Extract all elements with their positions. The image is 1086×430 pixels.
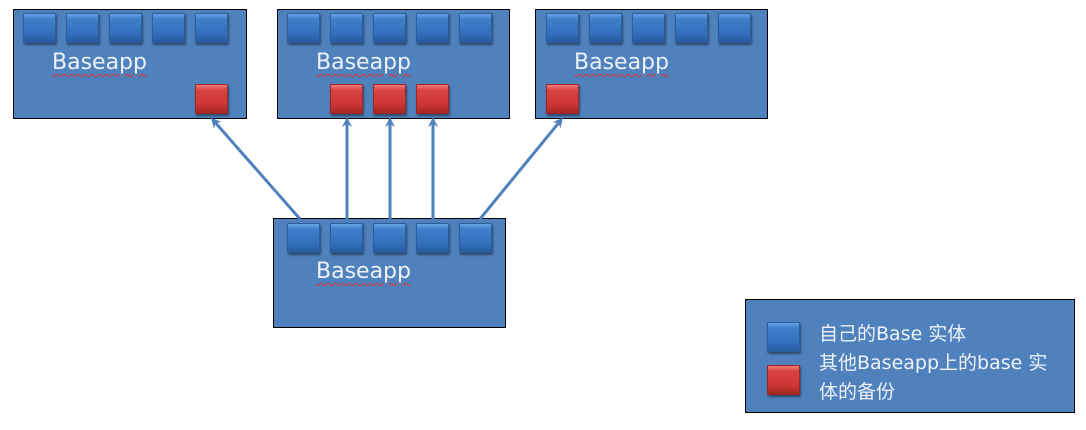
own-entity-icon [373,13,406,43]
own-entity-icon [416,13,449,43]
own-entity-icon [23,13,56,43]
backup-entity-icon [546,84,579,114]
own-entity-icon [459,223,492,253]
legend-backup-entity-icon [767,365,800,395]
legend-own-entity-icon [767,322,800,352]
backup-entity-icon [373,84,406,114]
backup-entity-icon [195,84,228,114]
arrow-to-box3 [478,117,563,220]
own-entity-icon [416,223,449,253]
own-entity-icon [152,13,185,43]
legend-own-label: 自己的Base 实体 [819,323,967,345]
own-entity-icon [330,223,363,253]
own-entity-icon [459,13,492,43]
own-entity-icon [675,13,708,43]
baseapp-label: Baseapp [316,50,411,75]
own-entity-icon [632,13,665,43]
baseapp-box-top-3: Baseapp [535,9,768,119]
legend: 自己的Base 实体 其他Baseapp上的base 实 体的备份 [745,299,1075,413]
legend-backup-label-2: 体的备份 [819,381,896,403]
baseapp-box-top-2: Baseapp [277,9,510,119]
baseapp-label: Baseapp [574,50,669,75]
own-entity-icon [546,13,579,43]
own-entity-icon [589,13,622,43]
baseapp-box-top-1: Baseapp [13,9,247,119]
arrow-to-box1 [211,117,302,220]
baseapp-box-bottom: Baseapp [273,218,506,328]
own-entity-icon [718,13,751,43]
own-entity-icon [66,13,99,43]
own-entity-icon [330,13,363,43]
own-entity-icon [287,13,320,43]
baseapp-label: Baseapp [52,50,147,75]
baseapp-label: Baseapp [316,259,411,284]
own-entity-icon [287,223,320,253]
own-entity-icon [195,13,228,43]
backup-entity-icon [330,84,363,114]
legend-backup-label-1: 其他Baseapp上的base 实 [819,352,1048,374]
own-entity-icon [109,13,142,43]
own-entity-icon [373,223,406,253]
backup-entity-icon [416,84,449,114]
